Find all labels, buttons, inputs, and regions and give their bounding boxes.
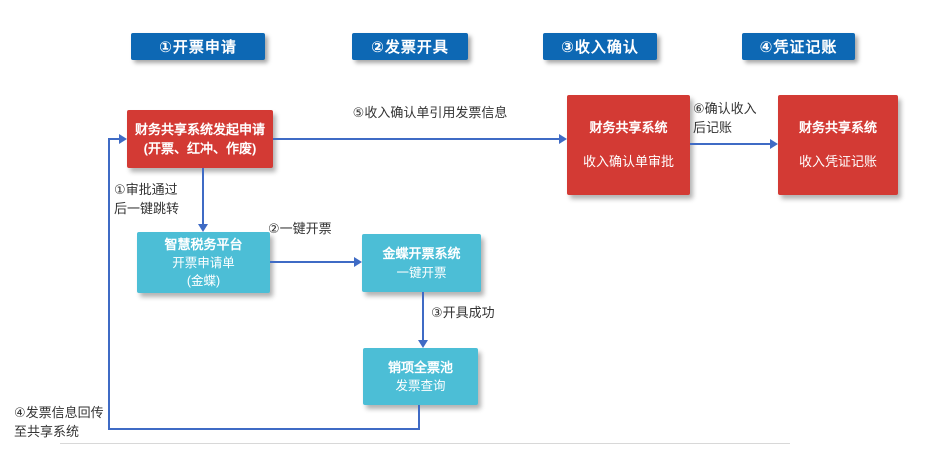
box-subtitle: 收入凭证记账 bbox=[798, 154, 877, 170]
box-title: 金蝶开票系统 bbox=[382, 246, 461, 262]
box-subtitle: 收入确认单审批 bbox=[582, 154, 674, 170]
box-title: 财务共享系统 bbox=[798, 119, 877, 135]
arrow-step3-line bbox=[422, 292, 424, 340]
label-step1: ①审批通过 后一键跳转 bbox=[114, 182, 180, 216]
arrow-step4-head-icon bbox=[119, 134, 127, 144]
phase-header-invoice-issuance: ②发票开具 bbox=[352, 33, 468, 60]
box-revenue-voucher-booking: 财务共享系统 收入凭证记账 bbox=[778, 95, 898, 195]
arrow-step2-line bbox=[270, 261, 354, 263]
phase-header-label: ②发票开具 bbox=[371, 39, 449, 56]
phase-header-invoice-application: ①开票申请 bbox=[131, 33, 265, 60]
box-kingdee-invoicing-system: 金蝶开票系统 一键开票 bbox=[362, 234, 481, 292]
arrow-step4-segment-down bbox=[418, 405, 420, 430]
arrow-step4-segment-into-box bbox=[108, 138, 119, 140]
box-title: 财务共享系统发起申请 (开票、红冲、作废) bbox=[134, 121, 265, 157]
box-subtitle: 发票查询 bbox=[395, 379, 446, 394]
phase-header-voucher-booking: ④凭证记账 bbox=[742, 33, 855, 60]
arrow-step5-head-icon bbox=[559, 134, 567, 144]
label-step2: ②一键开票 bbox=[268, 221, 332, 236]
arrow-step5-line bbox=[273, 138, 559, 140]
phase-header-label: ③收入确认 bbox=[561, 39, 639, 56]
box-subtitle: 一键开票 bbox=[396, 265, 447, 280]
label-step6: ⑥确认收入 后记账 bbox=[693, 101, 757, 135]
box-shared-system-request: 财务共享系统发起申请 (开票、红冲、作废) bbox=[127, 110, 273, 168]
box-subtitle: 开票申请单 (金蝶) bbox=[172, 256, 235, 289]
arrow-step3-head-icon bbox=[418, 340, 428, 348]
arrow-step4-segment-up bbox=[108, 138, 110, 430]
arrow-step2-head-icon bbox=[354, 257, 362, 267]
box-revenue-confirmation-approval: 财务共享系统 收入确认单审批 bbox=[567, 95, 690, 195]
box-smart-tax-platform: 智慧税务平台 开票申请单 (金蝶) bbox=[137, 232, 270, 293]
arrow-step6-head-icon bbox=[770, 139, 778, 149]
box-title: 智慧税务平台 bbox=[164, 236, 243, 252]
label-step3: ③开具成功 bbox=[431, 305, 495, 320]
box-title: 销项全票池 bbox=[387, 359, 453, 375]
phase-header-label: ④凭证记账 bbox=[759, 39, 838, 56]
label-step5: ⑤收入确认单引用发票信息 bbox=[352, 105, 508, 120]
box-output-invoice-pool: 销项全票池 发票查询 bbox=[363, 348, 478, 405]
phase-header-label: ①开票申请 bbox=[159, 39, 237, 56]
label-step4: ④发票信息回传 至共享系统 bbox=[14, 405, 104, 439]
arrow-step1-head-icon bbox=[198, 224, 208, 232]
box-title: 财务共享系统 bbox=[589, 119, 668, 135]
arrow-step4-segment-across bbox=[108, 428, 420, 430]
arrow-step6-line bbox=[690, 143, 770, 145]
arrow-step1-line bbox=[202, 168, 204, 224]
bottom-divider bbox=[60, 443, 790, 444]
phase-header-revenue-confirmation: ③收入确认 bbox=[543, 33, 657, 60]
